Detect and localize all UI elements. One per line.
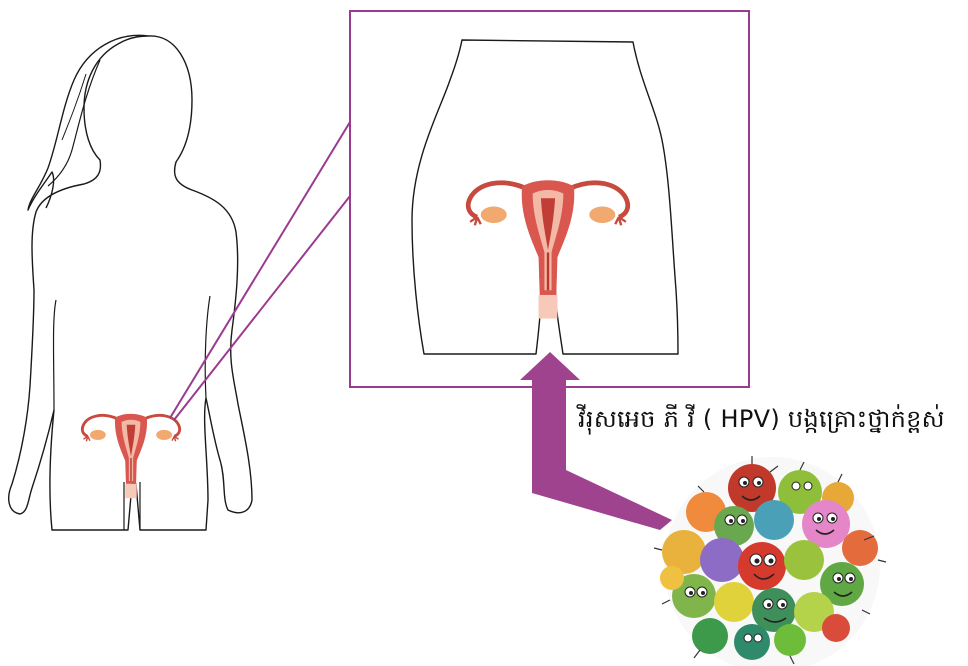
bent-arrow-icon bbox=[520, 352, 672, 530]
uterus-icon-small bbox=[82, 414, 179, 498]
zoom-lines bbox=[170, 122, 350, 420]
uterus-icon-large bbox=[468, 180, 628, 318]
virus-cluster-icon bbox=[654, 456, 886, 666]
hpv-caption: វីរុសអេច ភី វី ( HPV) បង្កគ្រោះថ្នាក់ខ្ព… bbox=[578, 404, 945, 439]
